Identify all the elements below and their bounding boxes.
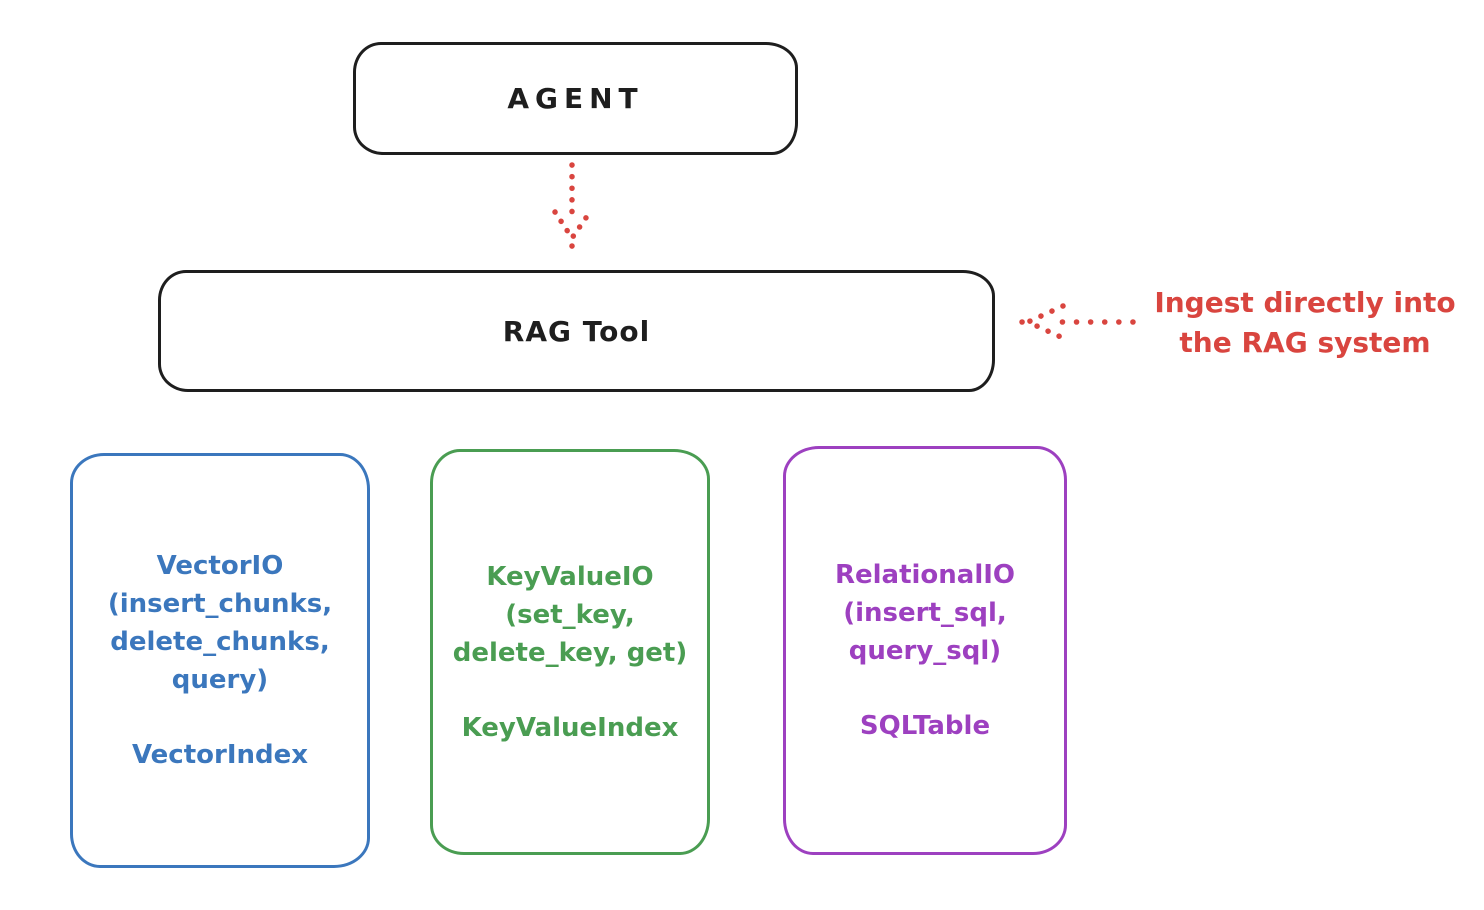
annotation-ingest-note: Ingest directly into the RAG system <box>1138 283 1472 363</box>
vector-io-line-4: query) <box>171 665 269 695</box>
sql-table-label: SQLTable <box>859 711 991 741</box>
node-key-value-io: KeyValueIO (set_key, delete_key, get) Ke… <box>430 449 710 855</box>
annotation-line-2: the RAG system <box>1179 326 1431 359</box>
dotted-arrow-left-icon <box>1019 303 1136 341</box>
key-value-index-label: KeyValueIndex <box>461 712 679 743</box>
node-agent: AGENT <box>353 42 798 155</box>
vector-io-title: VectorIO (insert_chunks, delete_chunks, … <box>108 547 332 699</box>
key-value-io-line-1: KeyValueIO <box>486 561 654 592</box>
vector-io-line-2: (insert_chunks, <box>107 589 333 619</box>
node-relational-io: RelationalIO (insert_sql, query_sql) SQL… <box>783 446 1067 855</box>
key-value-io-line-2: (set_key, <box>505 599 635 630</box>
relational-io-line-3: query_sql) <box>848 636 1002 666</box>
dotted-arrow-down-icon <box>552 162 593 249</box>
agent-label: AGENT <box>507 82 644 115</box>
rag-tool-label: RAG Tool <box>502 314 651 348</box>
node-rag-tool: RAG Tool <box>158 270 995 392</box>
key-value-io-line-3: delete_key, get) <box>452 637 688 668</box>
relational-io-line-1: RelationalIO <box>834 560 1016 590</box>
relational-io-line-2: (insert_sql, <box>843 598 1007 628</box>
vector-io-line-3: delete_chunks, <box>110 627 330 657</box>
annotation-line-1: Ingest directly into <box>1154 286 1456 319</box>
key-value-io-title: KeyValueIO (set_key, delete_key, get) <box>453 558 688 672</box>
vector-index-label: VectorIndex <box>131 740 309 770</box>
node-vector-io: VectorIO (insert_chunks, delete_chunks, … <box>70 453 370 868</box>
relational-io-title: RelationalIO (insert_sql, query_sql) <box>835 556 1015 670</box>
vector-io-line-1: VectorIO <box>156 551 284 581</box>
